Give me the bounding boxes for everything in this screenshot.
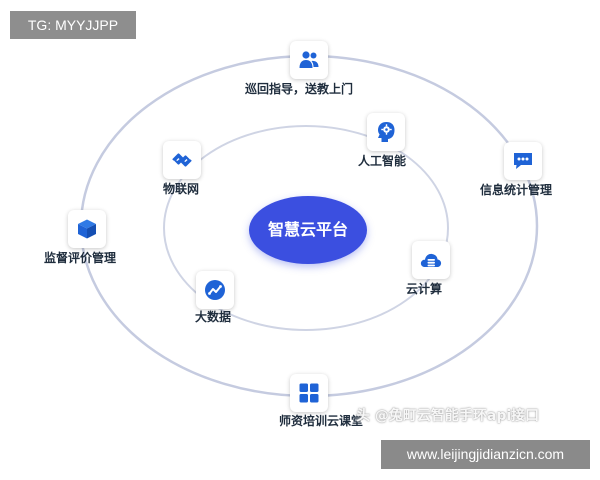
node-teacher-label: 师资培训云课堂: [279, 414, 364, 428]
node-iot-label: 物联网: [163, 182, 200, 196]
bigdata-tile: [196, 271, 234, 309]
ai-head-icon: [378, 122, 395, 142]
supervise-tile: [68, 210, 106, 248]
node-info-label: 信息统计管理: [480, 183, 553, 197]
people-icon: [299, 51, 319, 68]
site-url: www.leijingjidianzicn.com: [381, 440, 590, 469]
iot-tile: [163, 141, 201, 179]
center-label: 智慧云平台: [267, 220, 348, 239]
chat-dots-icon: [514, 153, 532, 169]
node-cloud-label: 云计算: [406, 282, 443, 296]
grid-icon: [299, 383, 319, 403]
node-tour-label: 巡回指导，送教上门: [245, 82, 354, 96]
cloud-server-icon: [420, 253, 442, 267]
center-platform: 智慧云平台: [249, 196, 367, 264]
tg-tag: TG: MYYJJPP: [10, 11, 136, 39]
iot-link-icon: [172, 153, 192, 167]
teacher-tile: [290, 374, 328, 412]
cube-icon: [78, 219, 96, 239]
tour-tile: [290, 41, 328, 79]
node-supervise-label: 监督评价管理: [44, 251, 117, 265]
node-bigdata-label: 大数据: [195, 310, 232, 324]
data-line-icon: [205, 280, 225, 300]
node-ai-label: 人工智能: [358, 154, 407, 168]
ai-tile: [367, 113, 405, 151]
watermark-text: 头 @兔町云智能手环api接口: [356, 408, 540, 424]
inner-ring: [163, 125, 449, 331]
cloud-tile: [412, 241, 450, 279]
info-tile: [504, 142, 542, 180]
